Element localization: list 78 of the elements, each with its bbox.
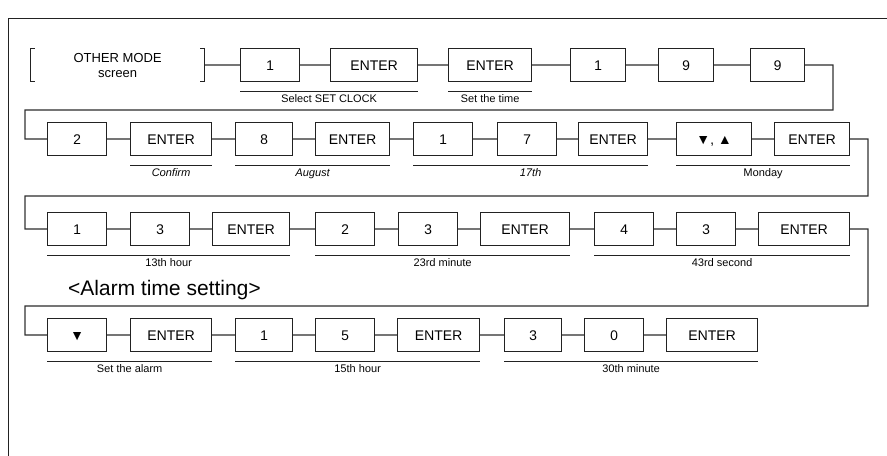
- connector-line: [190, 228, 212, 230]
- connector-line: [24, 64, 834, 140]
- key-box: 9: [658, 48, 714, 82]
- connector-line: [212, 334, 235, 336]
- key-box: 3: [676, 212, 736, 246]
- key-box: ENTER: [130, 122, 212, 156]
- key-box: ENTER: [758, 212, 850, 246]
- key-box: 1: [413, 122, 473, 156]
- connector-line: [736, 228, 758, 230]
- key-box: ENTER: [397, 318, 480, 352]
- step-caption: 15th hour: [334, 362, 381, 376]
- connector-line: [562, 334, 584, 336]
- step-caption: Set the time: [460, 92, 520, 106]
- step-caption: 23rd minute: [413, 256, 472, 270]
- connector-line: [375, 228, 398, 230]
- key-box: 1: [240, 48, 300, 82]
- connector-line: [24, 138, 869, 230]
- connector-line: [480, 334, 504, 336]
- key-box: 5: [315, 318, 375, 352]
- key-box: ENTER: [666, 318, 758, 352]
- step-caption: Monday: [743, 166, 783, 180]
- step-caption: 17th: [520, 166, 542, 180]
- key-box: ENTER: [315, 122, 390, 156]
- key-box: 4: [594, 212, 654, 246]
- connector-line: [212, 138, 235, 140]
- step-caption: Select SET CLOCK: [281, 92, 377, 106]
- connector-line: [570, 228, 594, 230]
- connector-line: [107, 228, 130, 230]
- connector-line: [390, 138, 413, 140]
- key-box: ENTER: [130, 318, 212, 352]
- connector-line: [648, 138, 676, 140]
- connector-line: [458, 228, 480, 230]
- connector-line: [293, 138, 315, 140]
- connector-line: [644, 334, 666, 336]
- step-caption: 30th minute: [602, 362, 660, 376]
- key-box: 9: [750, 48, 805, 82]
- key-box: ENTER: [578, 122, 648, 156]
- key-box: 0: [584, 318, 644, 352]
- connector-line: [557, 138, 578, 140]
- key-box: 8: [235, 122, 293, 156]
- key-box: 2: [315, 212, 375, 246]
- connector-line: [290, 228, 315, 230]
- key-box: ENTER: [448, 48, 532, 82]
- key-box: 3: [398, 212, 458, 246]
- key-box: 2: [47, 122, 107, 156]
- key-box: ENTER: [480, 212, 570, 246]
- step-caption: Confirm: [152, 166, 190, 180]
- key-box: ▼: [47, 318, 107, 352]
- section-heading: <Alarm time setting>: [68, 277, 261, 301]
- connector-line: [532, 64, 570, 66]
- connector-line: [626, 64, 658, 66]
- connector-line: [654, 228, 676, 230]
- key-box: 3: [504, 318, 562, 352]
- connector-line: [107, 138, 130, 140]
- key-box: 7: [497, 122, 557, 156]
- key-box: ENTER: [330, 48, 418, 82]
- step-caption: August: [295, 166, 330, 180]
- key-box: ▼, ▲: [676, 122, 752, 156]
- connector-line: [107, 334, 130, 336]
- connector-line: [473, 138, 497, 140]
- key-box: ENTER: [212, 212, 290, 246]
- connector-line: [375, 334, 397, 336]
- connector-line: [24, 228, 869, 336]
- key-box: 3: [130, 212, 190, 246]
- step-caption: Set the alarm: [96, 362, 162, 376]
- screen-bracket-label: OTHER MODE screen: [30, 48, 205, 82]
- key-box: 1: [47, 212, 107, 246]
- key-box: ENTER: [774, 122, 850, 156]
- connector-line: [418, 64, 448, 66]
- step-caption: 13th hour: [145, 256, 192, 270]
- connector-line: [714, 64, 750, 66]
- key-box: 1: [235, 318, 293, 352]
- step-caption: 43rd second: [692, 256, 752, 270]
- connector-line: [752, 138, 774, 140]
- connector-line: [293, 334, 315, 336]
- key-box: 1: [570, 48, 626, 82]
- connector-line: [205, 64, 240, 66]
- connector-line: [300, 64, 330, 66]
